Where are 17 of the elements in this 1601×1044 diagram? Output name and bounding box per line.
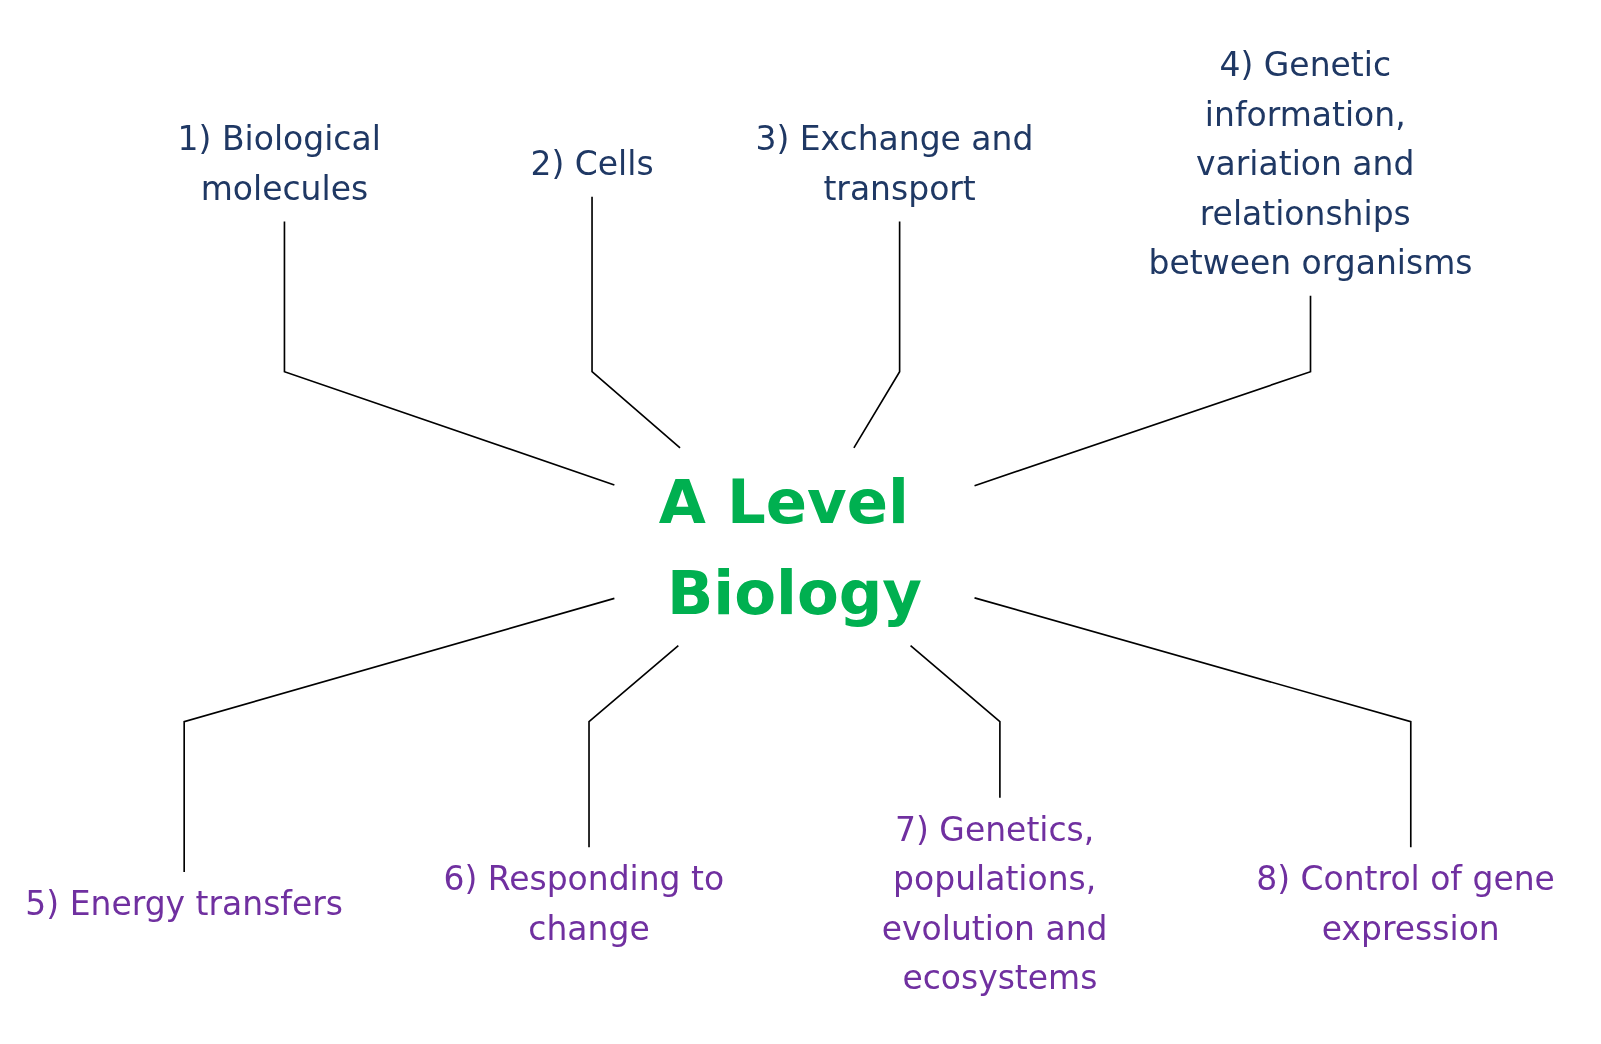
connector xyxy=(283,220,616,486)
connector xyxy=(853,220,901,449)
node-text: 3) Exchange and transport xyxy=(755,120,1034,208)
node-text: 2) Cells xyxy=(530,144,654,183)
connector xyxy=(909,644,1001,799)
node-text: 4) Genetic information, variation and relationships between organisms xyxy=(1148,45,1473,282)
connector xyxy=(591,195,681,449)
connector xyxy=(973,294,1312,487)
node-text: 8) Control of gene expression xyxy=(1256,859,1555,948)
node-text: 5) Energy transfers xyxy=(25,884,343,923)
node-text: 1) Biological molecules xyxy=(177,120,381,208)
node-text: 7) Genetics, populations, evolution and ecosystems xyxy=(881,810,1108,997)
connector xyxy=(183,597,616,873)
connector xyxy=(588,644,680,849)
node-text: A Level Biology xyxy=(658,465,922,628)
connector xyxy=(973,597,1412,849)
node-text: 6) Responding to change xyxy=(443,859,725,948)
